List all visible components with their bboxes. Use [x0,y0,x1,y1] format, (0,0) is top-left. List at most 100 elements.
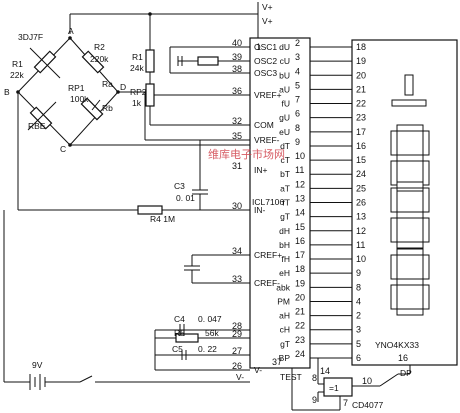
chip-pin-number: 5 [295,80,300,90]
chip-pin-BP: BP [279,353,291,363]
node-b: B [4,87,10,97]
chip-pin-fU: fU [282,99,291,109]
c4-value: 0. 047 [198,314,222,324]
c3-label: C3 [174,181,185,191]
display-pin-number: 24 [356,169,366,179]
gate-pin-9: 9 [312,395,317,405]
chip-pin-number: 15 [295,222,305,232]
gate-symbol: =1 [329,383,339,393]
chip-pin-dH: dH [279,226,290,236]
c5-label: C5 [172,344,183,354]
r1b-value: 24k [130,63,144,73]
display-pin-number: 5 [356,339,361,349]
chip-test-label: TEST [280,372,302,382]
chip-top-pin: 1 [256,42,261,52]
chip-pin-31: 31 [232,161,242,171]
digit [390,248,430,316]
chip-pin-number: 19 [295,278,305,288]
display-pin-number: 23 [356,113,366,123]
gate-body [323,377,353,397]
chip-pin-number: 9 [295,137,300,147]
chip-pin-label: OSC2 [254,56,277,66]
sensor-label: 3DJ7F [18,32,43,42]
chip-pin-number: 3 [295,52,300,62]
r1-value: 22k [10,70,24,80]
battery-circuit: 9V V- [3,210,250,390]
display-pin-number: 26 [356,198,366,208]
display-pin-number: 21 [356,84,366,94]
chip-pin-gU: gU [279,113,290,123]
chip-pin-label: OSC1 [254,42,277,52]
chip-body [249,37,311,369]
chip-pin-number: 11 [295,165,304,175]
chip-name: ICL7106 [252,197,284,207]
chip-pin-gT: gT [280,339,290,349]
gate-pin-7: 7 [343,398,348,408]
rp2-value: 1k [132,98,142,108]
chip-pin-fT: fT [282,198,290,208]
c3-value: 0. 01 [176,193,195,203]
chip-pin-cU: cU [280,56,290,66]
chip-bottom-pin: 37 [272,357,282,367]
gate-pin-8: 8 [312,373,317,383]
r2-value: 220k [90,54,109,64]
chip-pin-number: 23 [295,335,305,345]
digit [390,124,430,192]
rp1-label: RP1 [68,83,85,93]
display-pin-number: 13 [356,212,366,222]
node-c: C [60,144,66,154]
chip-pin-eU: eU [279,127,290,137]
chip-pin-label: IN+ [254,165,268,175]
c4-label: C4 [174,314,185,324]
display-pin-number: 15 [356,155,366,165]
gate-pin-14: 14 [320,366,330,376]
node-a: A [68,26,74,36]
rp2-potentiometer [145,83,155,107]
rbe-resistor [29,106,53,130]
r5-label: R5 [174,328,185,338]
chip-pin-label: COM [254,120,274,130]
chip-pin-27: 27 [232,346,242,356]
chip-pin-29: 29 [232,329,242,339]
chip-pin-number: 4 [295,66,300,76]
supply-rails: V+ V+ [69,2,273,38]
rp1-value: 100k [70,94,89,104]
chip-pin-dU: dU [279,42,290,52]
display-pin-number: 20 [356,70,366,80]
chip-pin-cH: cH [280,325,290,335]
node-d: D [120,82,126,92]
chip-pin-dT: dT [280,141,290,151]
digit [390,181,430,249]
display-pin-number: 11 [356,240,365,250]
r1-label: R1 [12,59,23,69]
display-pin-number: 10 [356,254,366,264]
chip-pin-number: 24 [295,349,305,359]
chip-pin-number: 2 [295,38,300,48]
chip-pin-number: 7 [295,95,300,105]
chip-pin-number: 16 [295,236,305,246]
chip-pin-label: VREF+ [254,90,282,100]
cd4077-gate: =1 CD4077 14 8 9 7 10 DP [291,357,412,411]
display-pin-number: 12 [356,226,366,236]
chip-pin-28: 28 [232,321,242,331]
chip-pin-number: 17 [295,250,305,260]
display-pin-number: 6 [356,353,361,363]
chip-pin-label: VREF- [254,135,280,145]
vplus-label: V+ [262,2,273,12]
display-pin-number: 19 [356,56,366,66]
r4-resistor [137,205,163,215]
r5-value: 56k [205,328,219,338]
vminus-label: V- [236,372,244,382]
r4-label: R4 1M [150,214,175,224]
display-pin-number: 22 [356,99,366,109]
dp-label: DP [400,368,412,378]
chip-pin-30: 30 [232,201,242,211]
chip-pin-bT: bT [280,169,290,179]
rb-label: Rb [102,103,113,113]
display-module: YNO4KX33 1819202122231716152425261312111… [351,39,458,366]
reference-network: R1 24k RP2 1k C3 0. 01 R4 1M [130,36,250,371]
display-name: YNO4KX33 [375,340,419,350]
chip-pin-aU: aU [279,84,290,94]
